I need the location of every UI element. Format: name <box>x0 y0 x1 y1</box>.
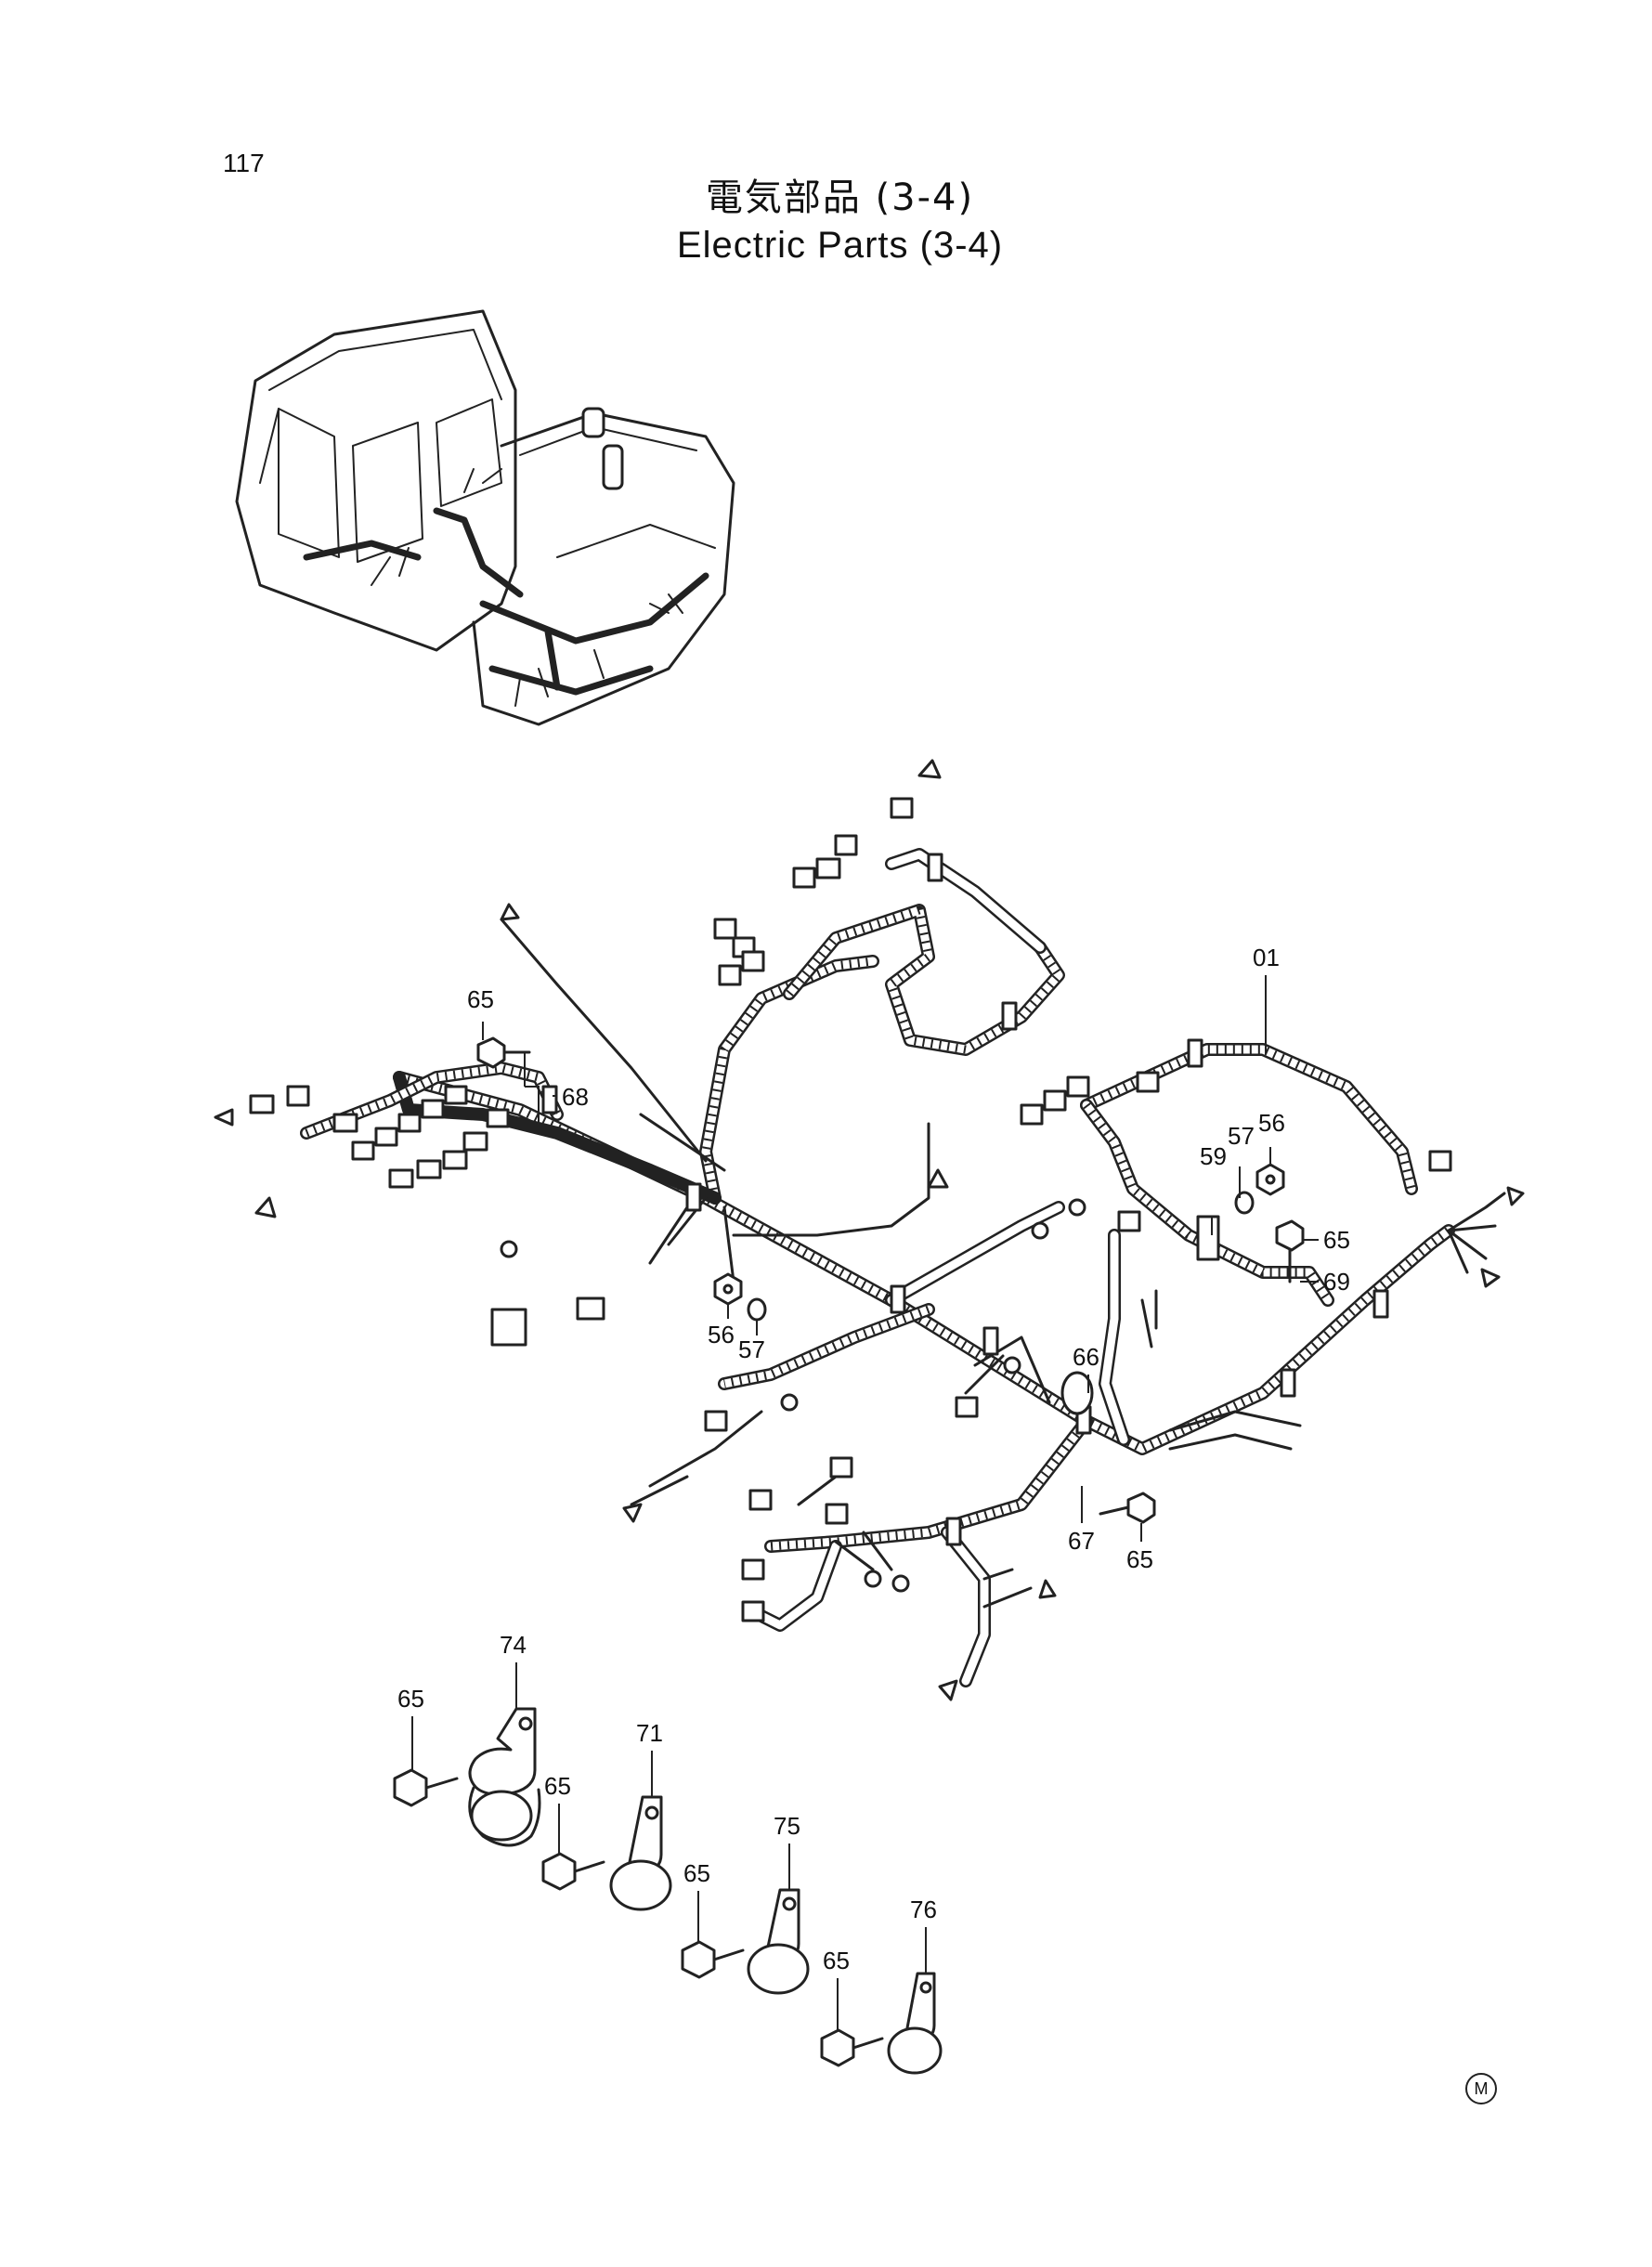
callout-71: 71 <box>636 1719 663 1747</box>
callout-74: 74 <box>500 1631 527 1659</box>
callout-65-set74: 65 <box>397 1685 424 1713</box>
callout-65-upper-left: 65 <box>467 985 494 1013</box>
leader-lines <box>411 975 1319 2030</box>
callout-76: 76 <box>910 1896 937 1923</box>
title-japanese: 電気部品 (3-4) <box>705 176 975 219</box>
callout-01: 01 <box>1253 944 1280 971</box>
callout-65-set75: 65 <box>683 1859 710 1887</box>
callout-65-lower: 65 <box>1126 1545 1153 1573</box>
corner-mark: M <box>1465 2073 1497 2104</box>
title-block: 電気部品 (3-4) Electric Parts (3-4) <box>0 167 1652 267</box>
callout-68: 68 <box>562 1083 589 1111</box>
harness-hardware <box>476 1036 1305 1524</box>
callout-56-left: 56 <box>708 1321 735 1348</box>
callout-56-right: 56 <box>1258 1109 1285 1137</box>
callout-65-right: 65 <box>1323 1226 1350 1254</box>
callout-67: 67 <box>1068 1527 1095 1555</box>
title-english: Electric Parts (3-4) <box>676 225 1004 266</box>
callout-65-set76: 65 <box>823 1947 850 1974</box>
callout-57-right: 57 <box>1228 1122 1255 1150</box>
excavator-overview <box>235 309 735 726</box>
clamp-sets <box>393 1707 943 2075</box>
callout-66: 66 <box>1073 1343 1099 1371</box>
callout-57-left: 57 <box>738 1335 765 1363</box>
callout-75: 75 <box>774 1812 800 1840</box>
callout-69: 69 <box>1323 1268 1350 1296</box>
wiring-harness <box>214 759 1525 1701</box>
callout-59: 59 <box>1200 1142 1227 1170</box>
callout-65-set71: 65 <box>544 1772 571 1800</box>
page-number: 117 <box>223 149 265 177</box>
callouts: 01 65 68 57 56 59 65 69 56 57 66 67 65 7… <box>397 944 1350 1974</box>
